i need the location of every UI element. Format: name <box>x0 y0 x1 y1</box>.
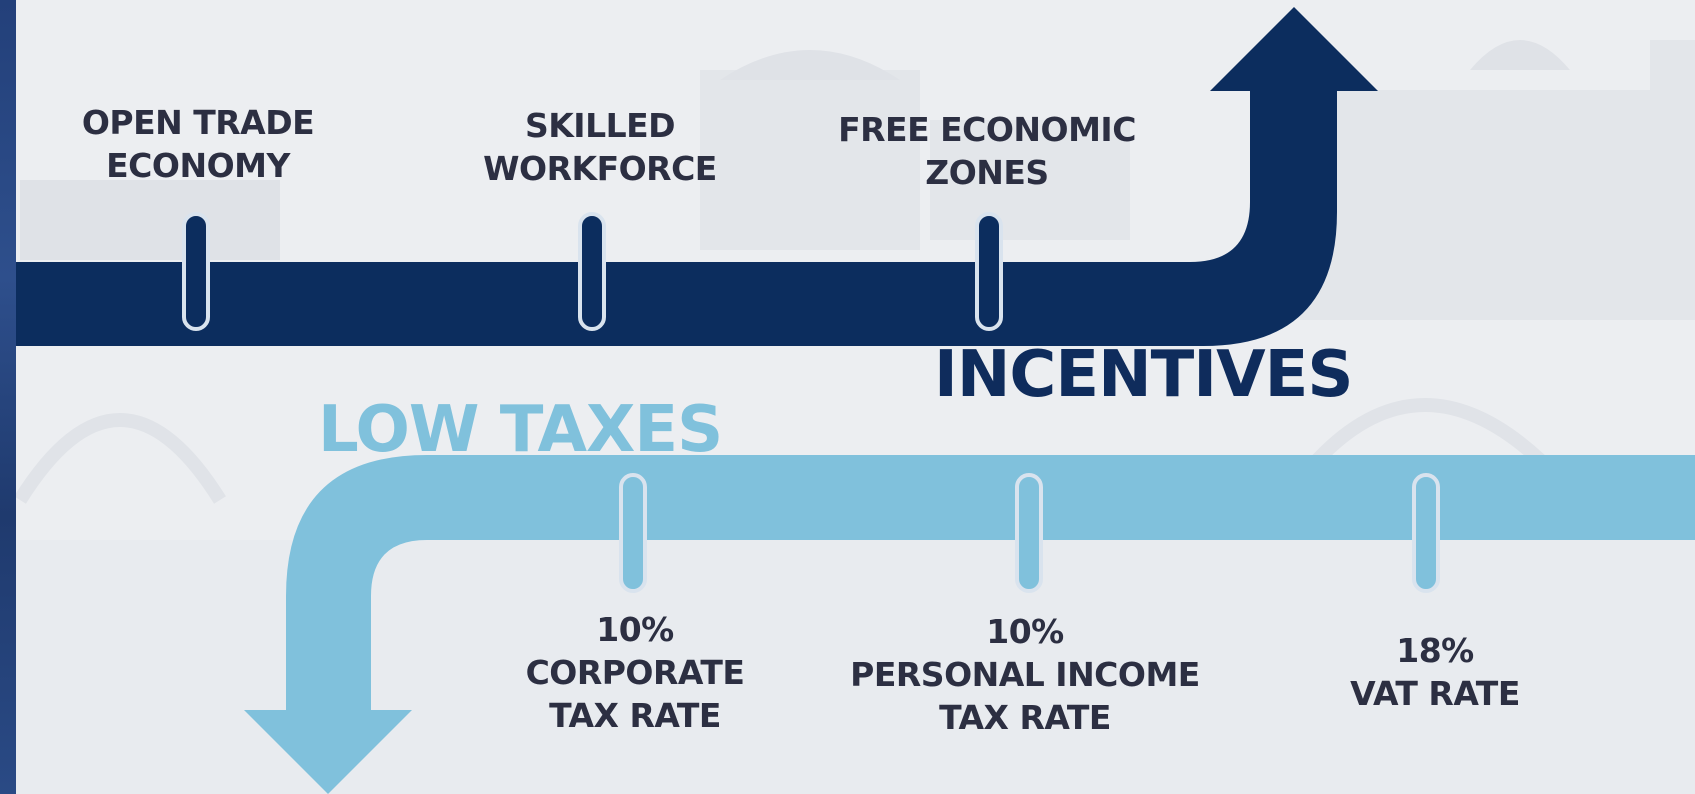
label-line: SKILLED <box>524 106 676 145</box>
tax-label-corporate: 10% CORPORATE TAX RATE <box>526 608 745 737</box>
label-line: CORPORATE <box>525 653 745 692</box>
tax-marker <box>619 473 647 593</box>
incentive-marker <box>578 212 606 331</box>
label-line: 18% <box>1396 631 1474 670</box>
incentive-marker <box>182 212 210 331</box>
low-taxes-heading: LOW TAXES <box>318 393 723 467</box>
incentive-marker <box>975 212 1003 331</box>
label-line: WORKFORCE <box>483 149 717 188</box>
label-line: PERSONAL INCOME <box>850 655 1200 694</box>
tax-label-personal-income: 10% PERSONAL INCOME TAX RATE <box>850 610 1200 739</box>
label-line: 10% <box>596 610 674 649</box>
label-line: TAX RATE <box>939 698 1111 737</box>
label-line: VAT RATE <box>1350 674 1520 713</box>
label-line: ZONES <box>925 153 1049 192</box>
label-line: 10% <box>986 612 1064 651</box>
low-taxes-arrow <box>244 455 1695 794</box>
tax-marker <box>1015 473 1043 593</box>
left-edge-strip <box>0 0 16 794</box>
tax-label-vat: 18% VAT RATE <box>1350 629 1520 715</box>
incentive-label-open-trade: OPEN TRADE ECONOMY <box>81 101 315 187</box>
incentives-heading: INCENTIVES <box>934 338 1353 412</box>
incentive-label-skilled-workforce: SKILLED WORKFORCE <box>483 104 717 190</box>
label-line: OPEN TRADE <box>81 103 315 142</box>
incentive-label-free-economic-zones: FREE ECONOMIC ZONES <box>838 108 1136 194</box>
label-line: ECONOMY <box>106 146 290 185</box>
incentives-arrow <box>16 7 1378 346</box>
label-line: TAX RATE <box>549 696 721 735</box>
label-line: FREE ECONOMIC <box>838 110 1136 149</box>
tax-marker <box>1412 473 1440 593</box>
